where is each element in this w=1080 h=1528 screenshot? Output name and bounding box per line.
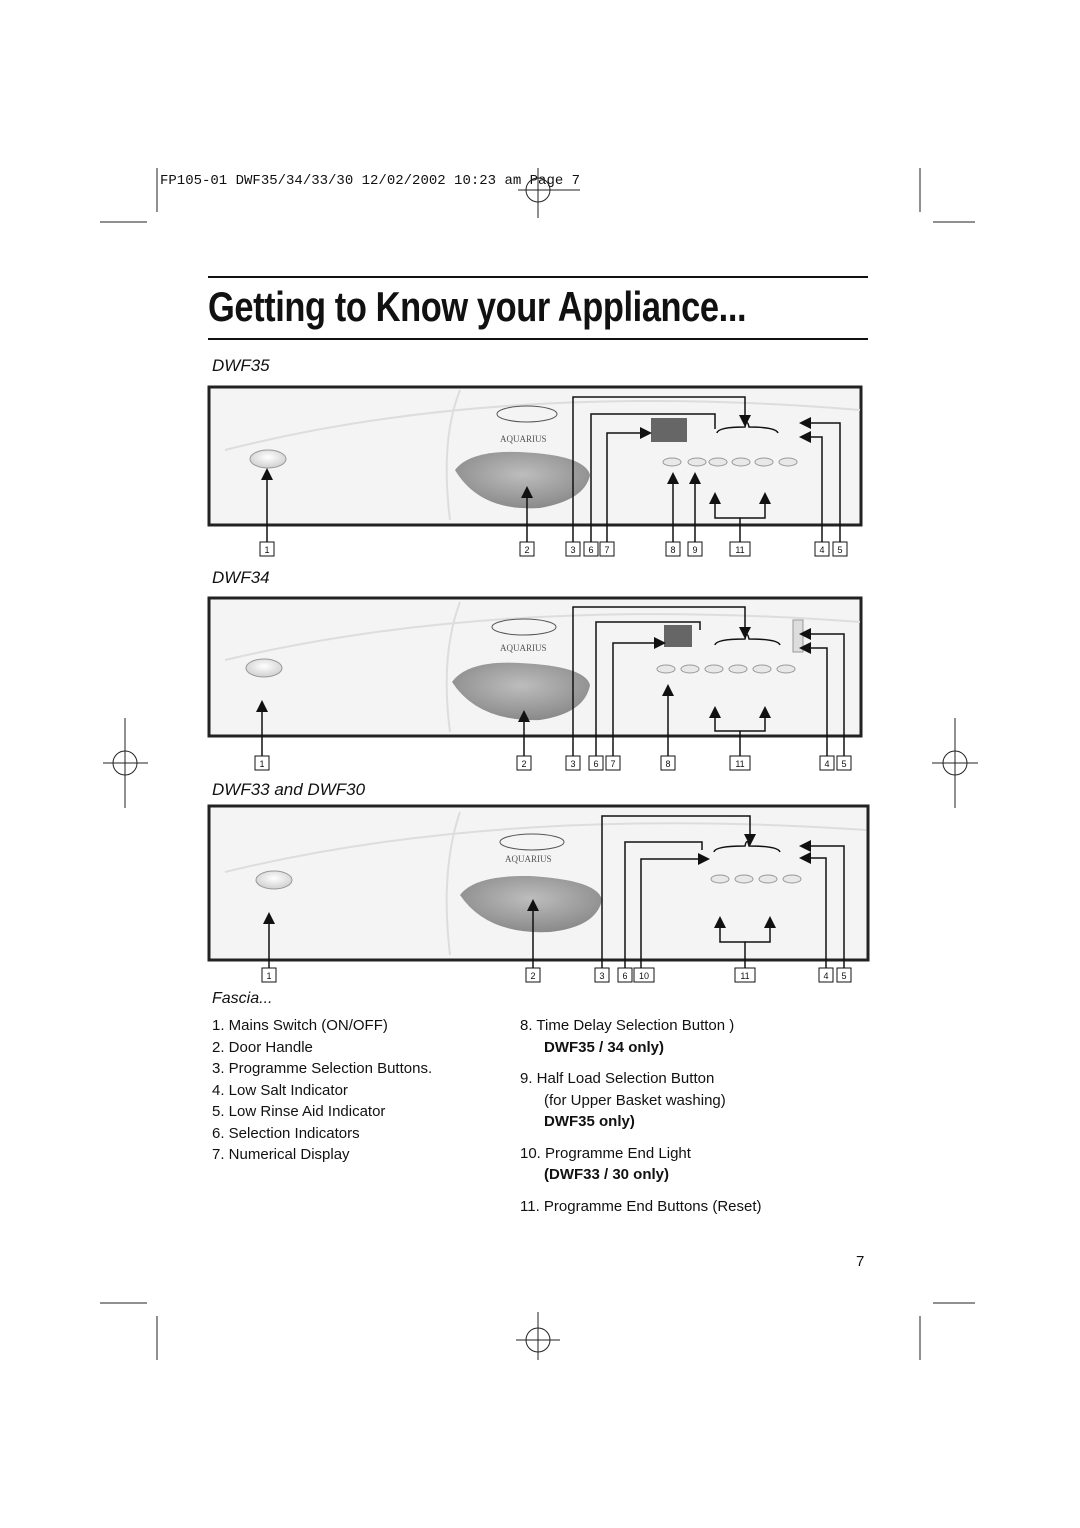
list-note: DWF35 / 34 only): [544, 1038, 665, 1056]
panel-label-dwf34: DWF34: [212, 568, 270, 587]
callout-label: 1: [264, 545, 269, 555]
callout-row-dwf35: 1 2 3 6 7 8 9 11 4 5: [259, 541, 848, 557]
list-item: 7. Numerical Display: [212, 1146, 350, 1163]
callout-label: 11: [735, 759, 744, 769]
callout-label: 8: [665, 759, 670, 769]
callout-label: 2: [530, 971, 535, 981]
print-header-line: FP105-01 DWF35/34/33/30 12/02/2002 10:23…: [160, 173, 581, 189]
callout-label: 10: [639, 971, 649, 981]
list-subtext: (for Upper Basket washing): [544, 1091, 726, 1109]
list-item: 10. Programme End Light: [520, 1144, 691, 1162]
list-item: 5. Low Rinse Aid Indicator: [212, 1103, 386, 1120]
panel-label-dwf35: DWF35: [212, 356, 270, 375]
list-note: DWF35 only): [544, 1113, 635, 1130]
list-item: 9. Half Load Selection Button: [520, 1070, 715, 1087]
page-number: 7: [856, 1253, 865, 1270]
callout-label: 6: [588, 545, 593, 555]
callout-label: 8: [670, 545, 675, 555]
callout-label: 6: [622, 971, 627, 981]
callout-row-dwf34: 1 2 3 6 7 8 11 4 5: [254, 755, 852, 771]
callout-label: 7: [604, 545, 609, 555]
svg-text:AQUARIUS: AQUARIUS: [500, 643, 547, 653]
callout-label: 4: [824, 759, 829, 769]
legend-left-list: 1. Mains Switch (ON/OFF) 2. Door Handle …: [212, 1015, 432, 1166]
title-rule-bottom: [208, 338, 868, 340]
panel-label-dwf33-30: DWF33 and DWF30: [212, 780, 366, 799]
callout-label: 5: [841, 971, 846, 981]
callout-label: 5: [841, 759, 846, 769]
callout-label: 1: [266, 971, 271, 981]
callout-label: 11: [740, 971, 749, 981]
list-item: 6. Selection Indicators: [212, 1124, 360, 1142]
list-item: 8. Time Delay Selection Button ): [520, 1017, 735, 1034]
list-item: 11. Programme End Buttons (Reset): [520, 1197, 762, 1215]
callout-label: 1: [259, 759, 264, 769]
list-item: 1. Mains Switch (ON/OFF): [212, 1017, 388, 1034]
callout-label: 4: [819, 545, 824, 555]
callout-label: 9: [692, 545, 697, 555]
list-item: 2. Door Handle: [212, 1038, 313, 1056]
list-item: 4. Low Salt Indicator: [212, 1081, 348, 1099]
panel-dwf33-30: AQUARIUS: [207, 804, 870, 968]
callout-label: 3: [599, 971, 604, 981]
callout-label: 6: [593, 759, 598, 769]
list-note: (DWF33 / 30 only): [544, 1166, 670, 1183]
callout-label: 11: [735, 545, 744, 555]
svg-text:AQUARIUS: AQUARIUS: [500, 434, 547, 444]
fascia-heading: Fascia...: [212, 990, 273, 1007]
title-rule-top: [208, 276, 868, 278]
panel-dwf34: AQUARIUS: [207, 596, 863, 756]
panel-dwf35: AQUARIUS: [207, 385, 863, 542]
callout-label: 2: [521, 759, 526, 769]
svg-text:AQUARIUS: AQUARIUS: [505, 854, 552, 864]
legend-right-list: 8. Time Delay Selection Button ) DWF35 /…: [520, 1015, 762, 1217]
callout-label: 7: [610, 759, 615, 769]
list-item: 3. Programme Selection Buttons.: [212, 1060, 433, 1077]
callout-row-dwf33-30: 1 2 3 6 10 11 4 5: [261, 967, 852, 983]
callout-label: 5: [837, 545, 842, 555]
page-title: Getting to Know your Appliance...: [208, 283, 747, 330]
callout-label: 2: [524, 545, 529, 555]
callout-label: 3: [570, 545, 575, 555]
callout-label: 4: [823, 971, 828, 981]
callout-label: 3: [570, 759, 575, 769]
